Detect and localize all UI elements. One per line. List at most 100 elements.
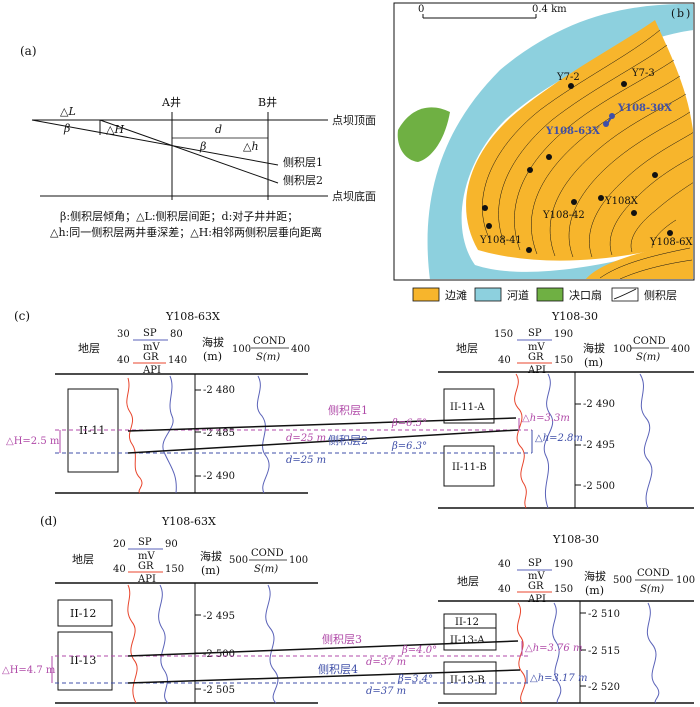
sp-min: 30 bbox=[117, 329, 130, 340]
right-zone-b-box bbox=[443, 445, 495, 487]
well-point bbox=[598, 195, 604, 201]
beta3-label: β=4.0° bbox=[401, 645, 437, 656]
elev-header: 海拔 bbox=[200, 549, 222, 563]
right-depth-ticks: -2 490 -2 495 -2 500 bbox=[575, 399, 615, 492]
layer1-label: 侧积层1 bbox=[283, 156, 323, 169]
right-cond-curve bbox=[646, 602, 660, 704]
strata-header: 地层 bbox=[78, 342, 100, 355]
right-zone-a-box bbox=[443, 627, 497, 651]
panel-d-label: (d) bbox=[40, 514, 57, 528]
legend-swatch-point-bar bbox=[412, 287, 440, 302]
right-zone-b-box bbox=[443, 661, 497, 695]
delta-h-label: △h bbox=[243, 140, 259, 153]
well-point bbox=[526, 247, 532, 253]
depth-label: -2 500 bbox=[203, 649, 235, 660]
well-b-label: B井 bbox=[258, 95, 277, 109]
cond-unit: S(m) bbox=[636, 352, 660, 363]
caption-line-2: △h:同一侧积层两井垂深差；△H:相邻两侧积层垂向距离 bbox=[50, 225, 322, 239]
well-point bbox=[667, 230, 673, 236]
legend-lateral-line bbox=[613, 288, 637, 300]
left-gr-curve bbox=[127, 584, 138, 704]
cond-max: 100 bbox=[289, 555, 308, 566]
well-point bbox=[568, 83, 574, 89]
well-y108-63x: Y108-63X bbox=[545, 121, 609, 137]
left-sp-curve bbox=[158, 584, 169, 704]
bottom-surface-label: 点坝底面 bbox=[332, 189, 376, 203]
elev-unit: (m) bbox=[584, 356, 603, 369]
depth-label: -2 495 bbox=[203, 611, 235, 622]
legend-label-channel: 河道 bbox=[507, 288, 529, 302]
legend-label-lateral: 侧积层 bbox=[644, 289, 677, 302]
legend-label-splay: 决口扇 bbox=[569, 288, 602, 302]
right-zone-a-box bbox=[443, 388, 495, 424]
well-point bbox=[652, 172, 658, 178]
left-sp-curve bbox=[162, 375, 177, 494]
depth-label: -2 520 bbox=[588, 682, 620, 693]
gr-label: GR bbox=[528, 581, 544, 592]
sp-min: 150 bbox=[494, 329, 513, 340]
legend-swatch-splay bbox=[536, 287, 564, 302]
delta-l-label: △L bbox=[60, 105, 76, 118]
well-label: Y108-30X bbox=[617, 103, 672, 114]
well-y7-3: Y7-3 bbox=[621, 68, 655, 87]
right-zone-b-label: II-11-B bbox=[452, 462, 487, 473]
caption-line-1: β:侧积层倾角；△L:侧积层间距；d:对子井井距； bbox=[60, 209, 298, 223]
elev-unit: (m) bbox=[585, 584, 604, 597]
lateral-layer-2-line bbox=[99, 119, 279, 184]
well-label: Y7-3 bbox=[631, 68, 655, 79]
point-bar-area-lower bbox=[585, 240, 693, 279]
right-zone-top-label: II-12 bbox=[455, 617, 479, 628]
left-zone-top-label: II-12 bbox=[70, 607, 96, 620]
right-sp-curve bbox=[552, 602, 562, 704]
gr-min: 40 bbox=[498, 584, 511, 595]
cond-label: COND bbox=[253, 336, 286, 347]
d1-label: d=25 m bbox=[286, 433, 326, 444]
depth-label: -2 480 bbox=[203, 385, 235, 396]
well-point bbox=[486, 223, 492, 229]
right-gr-curve bbox=[514, 373, 527, 509]
gr-unit: API bbox=[527, 594, 546, 605]
dH-label: △H=2.5 m bbox=[6, 436, 60, 447]
elev-unit: (m) bbox=[201, 564, 220, 577]
left-cond-curve bbox=[265, 584, 279, 704]
cond-min: 100 bbox=[613, 344, 632, 355]
elev-header: 海拔 bbox=[583, 341, 605, 355]
scale-end-label: 0.4 km bbox=[532, 4, 567, 15]
left-depth-ticks: -2 480 -2 485 -2 490 bbox=[195, 385, 235, 482]
gr-max: 150 bbox=[554, 355, 573, 366]
beta2-label: β=6.3° bbox=[391, 441, 427, 452]
crevasse-splay-area bbox=[397, 107, 450, 162]
cond-unit: S(m) bbox=[640, 584, 664, 595]
right-zone-a-label: II-11-A bbox=[450, 402, 485, 413]
delta-H-label: △H bbox=[106, 123, 124, 136]
right-zone-b-label: II-13-B bbox=[450, 675, 485, 686]
well-point bbox=[603, 121, 609, 127]
well-point bbox=[571, 199, 577, 205]
left-cond-curve bbox=[256, 375, 270, 494]
well-point bbox=[482, 205, 488, 211]
layer2-label: 侧积层2 bbox=[328, 434, 368, 447]
dh4-label: △h=3.17 m bbox=[530, 673, 587, 684]
cond-max: 400 bbox=[291, 344, 310, 355]
sp-max: 190 bbox=[554, 329, 573, 340]
depth-label: -2 495 bbox=[583, 440, 615, 451]
well-y108-41: Y108-41 bbox=[479, 235, 532, 253]
depth-label: -2 500 bbox=[583, 481, 615, 492]
d2-label: d=25 m bbox=[286, 455, 326, 466]
well-point bbox=[621, 81, 627, 87]
cond-label: COND bbox=[633, 336, 666, 347]
beta1-label: β=6.5° bbox=[391, 418, 427, 429]
well-y108x: Y108X bbox=[598, 195, 639, 207]
cond-label: COND bbox=[637, 568, 670, 579]
right-sp-curve bbox=[543, 373, 553, 509]
sp-min: 40 bbox=[498, 559, 511, 570]
left-gr-curve bbox=[126, 377, 143, 494]
lateral-layer-1-line bbox=[31, 119, 279, 166]
dh1-label: △h=3.3m bbox=[522, 413, 570, 424]
elev-header: 海拔 bbox=[584, 569, 606, 583]
sp-unit: mV bbox=[138, 551, 155, 562]
sp-unit: mV bbox=[528, 571, 545, 582]
gr-label: GR bbox=[138, 561, 154, 572]
cond-unit: S(m) bbox=[256, 352, 280, 363]
